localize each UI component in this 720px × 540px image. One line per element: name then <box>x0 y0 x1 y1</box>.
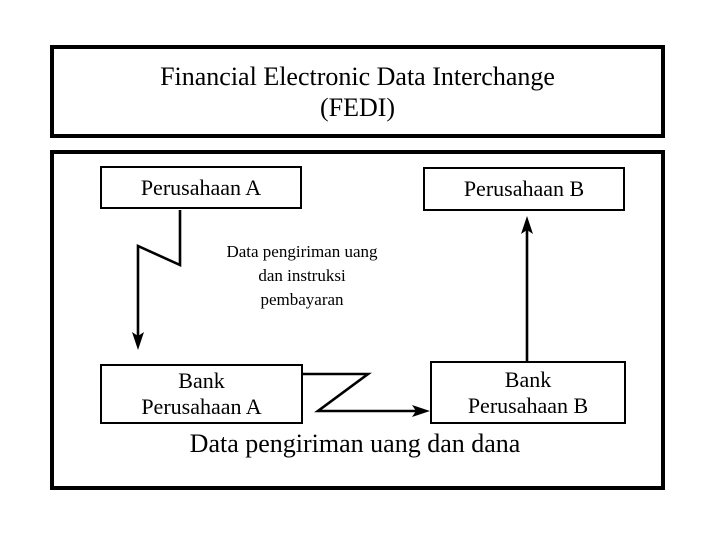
label-funds-transfer-line-1: Data pengiriman uang dan dana <box>189 429 521 458</box>
label-instruction-line-2: dan instruksi <box>258 266 346 285</box>
label-instruction: Data pengiriman uang dan instruksi pemba… <box>178 240 426 312</box>
node-bank-perusahaan-a-label-line-1: Bank <box>178 368 225 393</box>
node-perusahaan-a: Perusahaan A <box>100 166 302 209</box>
label-instruction-line-1: Data pengiriman uang <box>226 242 378 261</box>
label-funds-transfer: Data pengiriman uang dan dana <box>120 428 590 459</box>
node-perusahaan-a-label: Perusahaan A <box>140 174 262 200</box>
node-bank-perusahaan-b: Bank Perusahaan B <box>430 361 626 424</box>
node-bank-perusahaan-a-label-line-2: Perusahaan A <box>141 394 262 419</box>
node-perusahaan-b-label: Perusahaan B <box>463 176 585 201</box>
title-box: Financial Electronic Data Interchange (F… <box>50 45 665 138</box>
node-bank-perusahaan-b-label-line-1: Bank <box>504 366 552 392</box>
node-perusahaan-b: Perusahaan B <box>423 167 625 211</box>
node-bank-perusahaan-a: Bank Perusahaan A <box>100 364 303 424</box>
label-instruction-line-3: pembayaran <box>260 290 344 309</box>
title-line-1: Financial Electronic Data Interchange <box>160 61 555 91</box>
title-line-2: (FEDI) <box>319 92 396 122</box>
node-bank-perusahaan-b-label-line-2: Perusahaan B <box>467 392 589 418</box>
